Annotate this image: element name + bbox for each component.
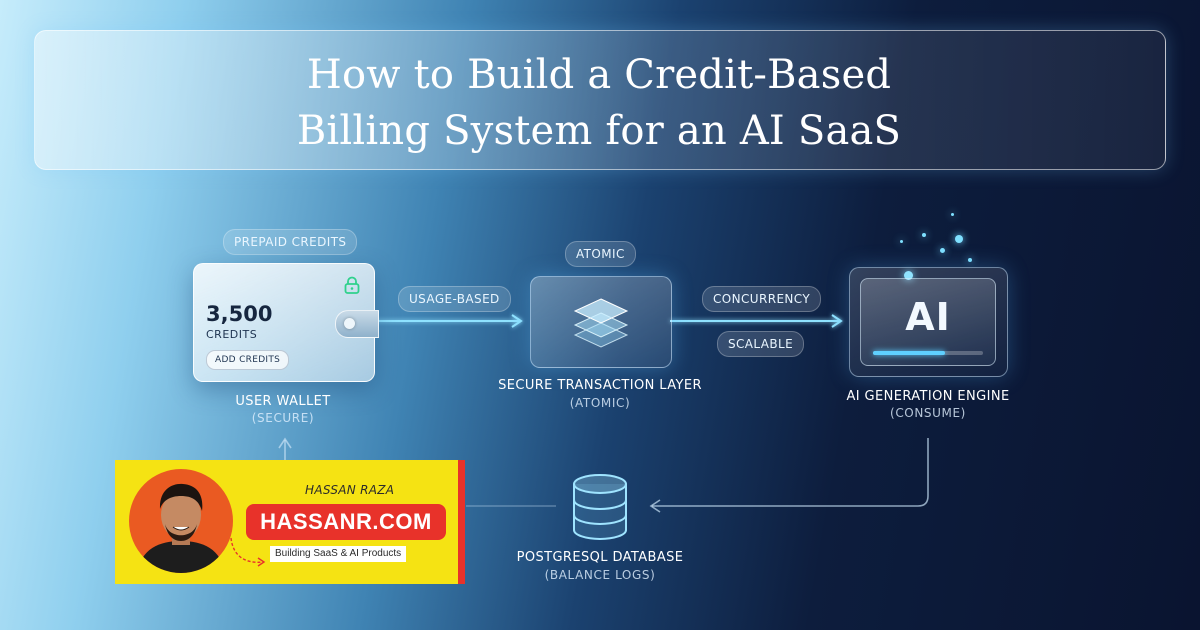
arrow-ai-to-database — [649, 438, 929, 513]
title-panel — [34, 30, 1166, 170]
secure-transaction-sublabel: (ATOMIC) — [569, 396, 631, 410]
arrow-layer-to-ai — [670, 314, 843, 328]
author-badge: HASSAN RAZA HASSANR.COM Building SaaS & … — [115, 460, 465, 584]
user-wallet-card: 3,500 CREDITS ADD CREDITS — [193, 263, 379, 382]
author-name: HASSAN RAZA — [305, 483, 395, 497]
ai-screen: AI — [860, 278, 996, 366]
particle-dot — [922, 233, 926, 237]
user-wallet-label: USER WALLET — [235, 394, 331, 409]
avatar — [129, 469, 233, 573]
page-title: How to Build a Credit-Based Billing Syst… — [34, 47, 1164, 159]
credit-unit: CREDITS — [206, 328, 258, 341]
arrow-badge-to-wallet — [278, 437, 292, 462]
database-label: POSTGRESQL DATABASE — [516, 550, 684, 565]
ai-engine-label: AI GENERATION ENGINE — [846, 389, 1010, 404]
particle-dot — [904, 271, 913, 280]
credit-balance: 3,500 — [206, 302, 273, 326]
database-icon — [573, 474, 627, 540]
particle-dot — [955, 235, 963, 243]
arrow-wallet-to-layer — [375, 314, 523, 328]
secure-transaction-box — [530, 276, 672, 368]
author-portrait-icon — [137, 483, 225, 573]
curved-arrow-icon — [230, 537, 266, 567]
title-line-1: How to Build a Credit-Based — [306, 52, 892, 98]
prepaid-credits-tag: PREPAID CREDITS — [223, 229, 358, 255]
particle-dot — [940, 248, 945, 253]
add-credits-button[interactable]: ADD CREDITS — [206, 350, 290, 370]
author-site-link[interactable]: HASSANR.COM — [246, 504, 446, 540]
particle-dot — [951, 213, 954, 216]
title-line-2: Billing System for an AI SaaS — [296, 108, 902, 154]
usage-based-tag: USAGE-BASED — [398, 286, 511, 312]
ai-screen-text: AI — [905, 295, 951, 339]
badge-accent-stripe — [458, 460, 465, 584]
atomic-tag: ATOMIC — [565, 241, 636, 267]
lock-icon — [344, 276, 360, 294]
particle-dot — [900, 240, 903, 243]
secure-transaction-label: SECURE TRANSACTION LAYER — [498, 378, 702, 393]
clasp-button-icon — [344, 318, 355, 329]
wallet-clasp — [335, 310, 379, 338]
ai-progress-fill — [873, 351, 945, 355]
concurrency-tag: CONCURRENCY — [702, 286, 822, 312]
scalable-tag: SCALABLE — [717, 331, 805, 357]
layers-icon — [573, 298, 629, 348]
user-wallet-sublabel: (SECURE) — [251, 411, 315, 425]
database-sublabel: (BALANCE LOGS) — [544, 568, 656, 582]
ai-engine-box: AI — [849, 267, 1008, 377]
ai-engine-sublabel: (CONSUME) — [890, 406, 966, 420]
particle-dot — [968, 258, 972, 262]
author-tagline: Building SaaS & AI Products — [270, 546, 407, 562]
